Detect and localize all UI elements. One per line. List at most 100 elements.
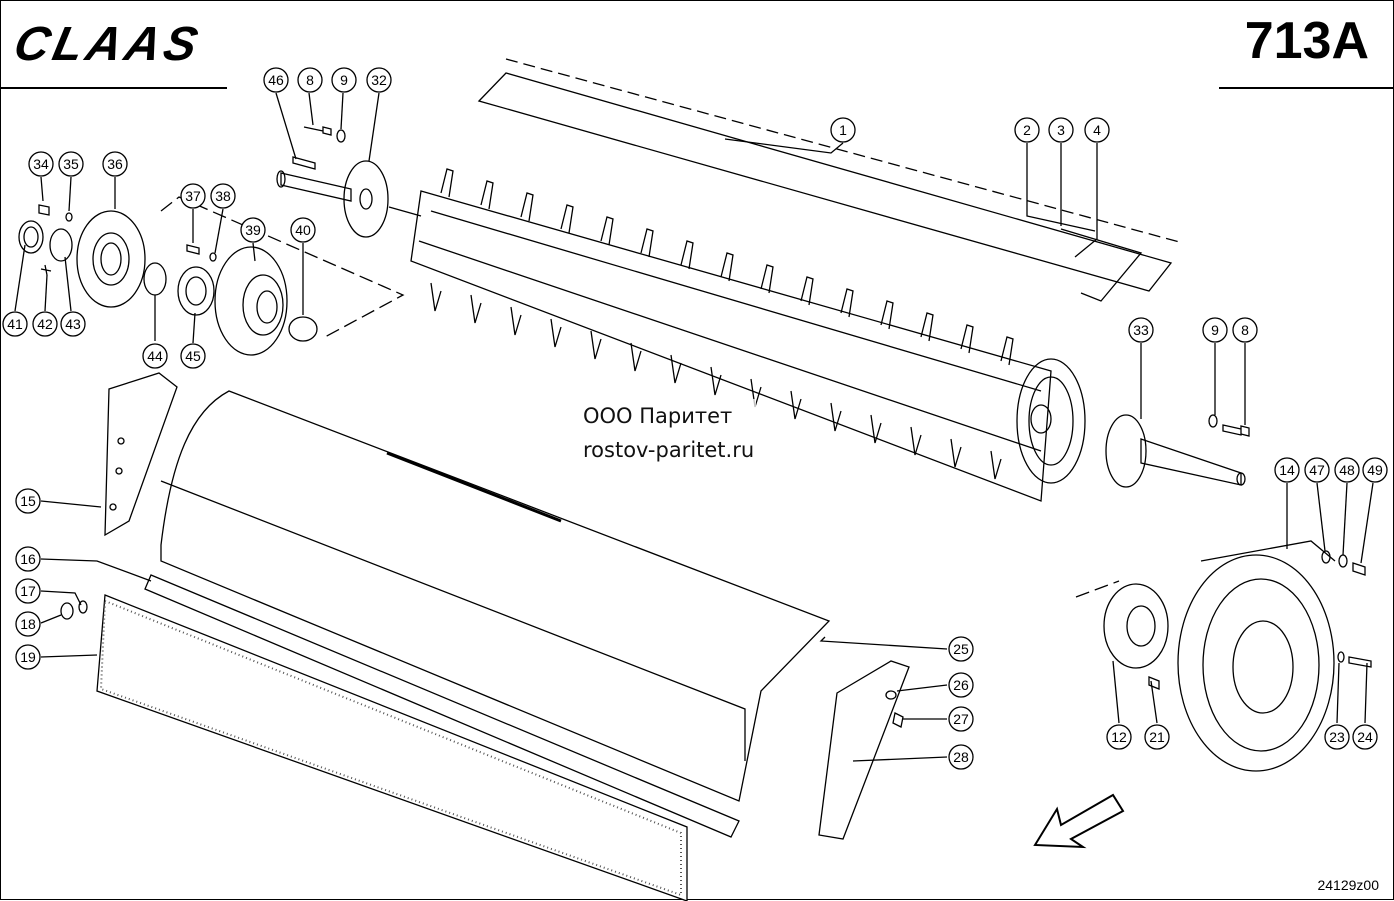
callout-23: 23 bbox=[1324, 724, 1350, 750]
callout-3: 3 bbox=[1048, 117, 1074, 143]
callout-45: 45 bbox=[180, 343, 206, 369]
assembly-line bbox=[505, 58, 1184, 244]
svg-text:43: 43 bbox=[65, 316, 81, 332]
header-rule-left bbox=[1, 87, 227, 89]
bolt-part bbox=[303, 126, 332, 136]
callout-21: 21 bbox=[1144, 724, 1170, 750]
callout-35: 35 bbox=[58, 151, 84, 177]
nut-part bbox=[1352, 562, 1366, 576]
nipple-part bbox=[40, 264, 52, 276]
callout-8: 8 bbox=[297, 67, 323, 93]
callout-28: 28 bbox=[948, 744, 974, 770]
callout-48: 48 bbox=[1334, 457, 1360, 483]
bearing-part bbox=[177, 266, 215, 316]
callout-15: 15 bbox=[15, 488, 41, 514]
callout-9: 9 bbox=[331, 67, 357, 93]
svg-text:14: 14 bbox=[1279, 462, 1295, 478]
watermark-company: ООО Паритет bbox=[583, 404, 733, 428]
callout-14: 14 bbox=[1274, 457, 1300, 483]
bolt-part bbox=[1348, 656, 1372, 668]
right-shaft-hub bbox=[1105, 414, 1246, 488]
washer-part bbox=[1337, 651, 1345, 663]
svg-text:2: 2 bbox=[1023, 122, 1031, 138]
rotor-blade bbox=[990, 450, 1002, 480]
rotor-blade bbox=[670, 354, 682, 384]
cover-plate-part bbox=[477, 72, 1173, 292]
rotor-blade bbox=[840, 288, 854, 318]
callout-46: 46 bbox=[263, 67, 289, 93]
assembly-line bbox=[160, 196, 405, 338]
hub-part bbox=[1103, 583, 1169, 669]
svg-text:42: 42 bbox=[37, 316, 53, 332]
callout-38: 38 bbox=[210, 183, 236, 209]
callout-4: 4 bbox=[1084, 117, 1110, 143]
strip-part bbox=[144, 574, 740, 838]
callout-36: 36 bbox=[102, 151, 128, 177]
rotor-blade bbox=[710, 366, 722, 396]
page-number: 713A bbox=[1244, 12, 1369, 70]
direction-arrow-icon bbox=[1033, 793, 1125, 849]
svg-text:47: 47 bbox=[1309, 462, 1325, 478]
concave-part bbox=[160, 390, 831, 802]
callout-27: 27 bbox=[948, 706, 974, 732]
callout-39: 39 bbox=[240, 217, 266, 243]
callout-26: 26 bbox=[948, 672, 974, 698]
rotor-blade bbox=[630, 342, 642, 372]
callout-9: 9 bbox=[1202, 317, 1228, 343]
flange-part bbox=[76, 210, 146, 308]
svg-text:3: 3 bbox=[1057, 122, 1065, 138]
seal-ring-part bbox=[18, 220, 44, 254]
svg-text:24: 24 bbox=[1357, 729, 1373, 745]
rotor-blade bbox=[790, 390, 802, 420]
callout-41: 41 bbox=[2, 311, 28, 337]
side-plate-right bbox=[818, 660, 910, 840]
svg-text:26: 26 bbox=[953, 677, 969, 693]
svg-text:35: 35 bbox=[63, 156, 79, 172]
grease-nipple-part bbox=[1148, 676, 1160, 690]
svg-text:17: 17 bbox=[20, 583, 36, 599]
callout-42: 42 bbox=[32, 311, 58, 337]
svg-text:41: 41 bbox=[7, 316, 23, 332]
callout-17: 17 bbox=[15, 578, 41, 604]
rotor-blade bbox=[870, 414, 882, 444]
svg-text:23: 23 bbox=[1329, 729, 1345, 745]
svg-text:46: 46 bbox=[268, 72, 284, 88]
svg-text:45: 45 bbox=[185, 348, 201, 364]
svg-text:8: 8 bbox=[306, 72, 314, 88]
rotor-blade bbox=[760, 264, 774, 294]
svg-text:4: 4 bbox=[1093, 122, 1101, 138]
callout-1: 1 bbox=[830, 117, 856, 143]
rotor-blade bbox=[600, 216, 614, 246]
svg-text:39: 39 bbox=[245, 222, 261, 238]
callout-34: 34 bbox=[28, 151, 54, 177]
circlip-part bbox=[288, 316, 318, 342]
svg-text:49: 49 bbox=[1367, 462, 1383, 478]
callout-37: 37 bbox=[180, 183, 206, 209]
rotor-blade bbox=[800, 276, 814, 306]
rotor-blade bbox=[920, 312, 934, 342]
rotor-blade bbox=[550, 318, 562, 348]
document-code: 24129z00 bbox=[1317, 877, 1379, 893]
rotor-blade bbox=[1000, 336, 1014, 366]
svg-text:34: 34 bbox=[33, 156, 49, 172]
svg-text:48: 48 bbox=[1339, 462, 1355, 478]
rubber-flap-part bbox=[96, 594, 688, 901]
rotor-blade bbox=[520, 192, 534, 222]
callout-2: 2 bbox=[1014, 117, 1040, 143]
bolt-part bbox=[38, 204, 50, 216]
callout-19: 19 bbox=[15, 644, 41, 670]
rotor-blade bbox=[680, 240, 694, 270]
ring-part bbox=[49, 228, 73, 262]
washer-part bbox=[1208, 414, 1218, 428]
watermark-website: rostov-paritet.ru bbox=[583, 438, 755, 462]
rotor-blade bbox=[640, 228, 654, 258]
svg-text:28: 28 bbox=[953, 749, 969, 765]
callout-40: 40 bbox=[290, 217, 316, 243]
svg-text:18: 18 bbox=[20, 616, 36, 632]
rotor-drum bbox=[410, 168, 1086, 502]
svg-text:25: 25 bbox=[953, 641, 969, 657]
svg-text:32: 32 bbox=[371, 72, 387, 88]
